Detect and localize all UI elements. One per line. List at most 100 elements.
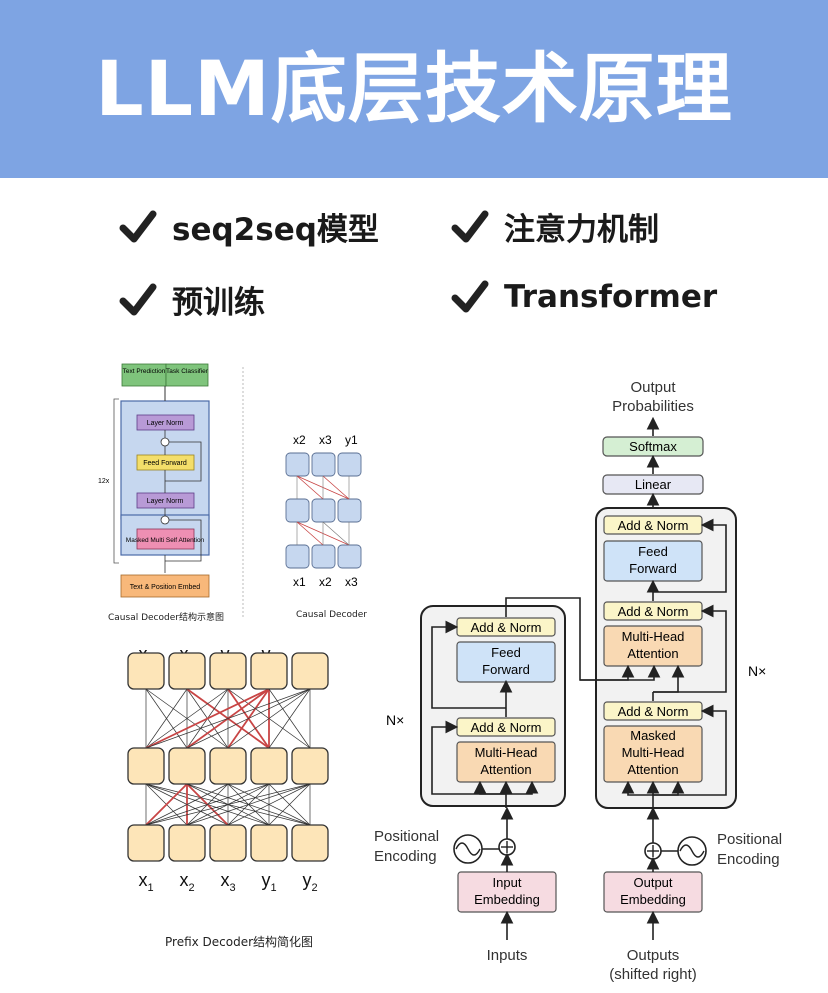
token-label: x2 [293,433,306,447]
feed-forward-box [136,454,195,471]
arrow [506,780,539,795]
add-circle [160,437,170,447]
sine-wave-path [455,842,481,856]
feature-item-transformer: Transformer [450,277,717,317]
token-node [311,544,336,569]
feature-label: 注意力机制 [504,212,659,248]
token-node [285,544,310,569]
softmax-label: Softmax [629,439,677,454]
token-label: y1 [261,870,276,894]
embed-label: Text & Position Embed [130,584,201,591]
token-node [291,652,329,690]
edge [227,688,311,749]
edge [296,475,324,500]
edge [322,521,350,546]
arrow [653,780,685,796]
feature-label: Transformer [504,279,718,315]
edge [268,783,311,826]
token-node [285,452,310,477]
token-node [127,747,165,785]
token-label: x2 [319,575,332,589]
task-classifier-box [165,363,209,387]
edge [227,783,311,826]
add-norm-label: Add & Norm [618,604,689,619]
token-node [168,747,206,785]
layer-norm-label: Layer Norm [147,420,184,427]
arrow [473,780,506,795]
token-node [209,652,247,690]
token-node [291,747,329,785]
residual-connection [652,704,727,810]
sine-wave-path [679,844,705,858]
token-node [209,824,247,862]
residual-connection [165,441,202,482]
add-norm-label: Add & Norm [618,704,689,719]
residual-connection [165,519,202,562]
feed-forward-label: Feed Forward [143,460,187,467]
feature-label: seq2seq模型 [172,212,379,248]
feature-label: 预训练 [172,285,265,321]
feature-item-pretraining: 预训练 [118,277,265,322]
edge-highlighted [145,688,270,749]
token-label: x3 [345,575,358,589]
add-norm-label: Add & Norm [471,720,542,735]
edge [145,783,229,826]
encoder-output-connection [580,664,661,681]
causal-decoder-caption-right: Causal Decoder [296,610,367,620]
edge [186,688,311,749]
token-node [311,498,336,523]
arrow [621,780,653,796]
edge [145,783,311,826]
add-circle [160,515,170,525]
token-node [285,498,310,523]
edge [296,521,324,546]
edge [145,688,188,749]
residual-connection [653,518,727,593]
causal-decoder-caption: Causal Decoder结构示意图 [108,613,224,623]
token-node [291,824,329,862]
add-norm-label: Add & Norm [471,620,542,635]
residual-connection [431,620,506,709]
edge [268,688,311,749]
edge [145,688,229,749]
token-label: y1 [345,433,358,447]
repeat-bracket [113,398,119,564]
token-node [209,747,247,785]
token-node [250,652,288,690]
feature-item-seq2seq: seq2seq模型 [118,204,379,249]
check-icon [451,210,489,242]
repeat-label: 12x [98,478,110,485]
token-label: x1 [293,575,306,589]
linear-label: Linear [635,477,672,492]
task-classifier-label: Task Classifier [166,368,209,375]
encoder-nx-label: N× [386,712,404,728]
causal-decoder-diagram: Text Prediction Task Classifier Layer No… [98,363,362,617]
decoder-nx-label: N× [748,663,766,679]
layer-norm-label: Layer Norm [147,498,184,505]
page-title: LLM底层技术原理 [95,44,733,133]
token-node [250,747,288,785]
token-node [337,498,362,523]
token-label: y2 [302,870,317,894]
edge-highlighted [145,783,188,826]
edge [322,475,350,500]
token-node [337,452,362,477]
token-node [250,824,288,862]
add-norm-label: Add & Norm [618,518,689,533]
residual-connection [653,604,727,693]
header-banner: LLM底层技术原理 [0,0,828,178]
masked-attention-box [136,528,195,550]
token-label: x3 [319,433,332,447]
text-prediction-label: Text Prediction [123,368,166,375]
